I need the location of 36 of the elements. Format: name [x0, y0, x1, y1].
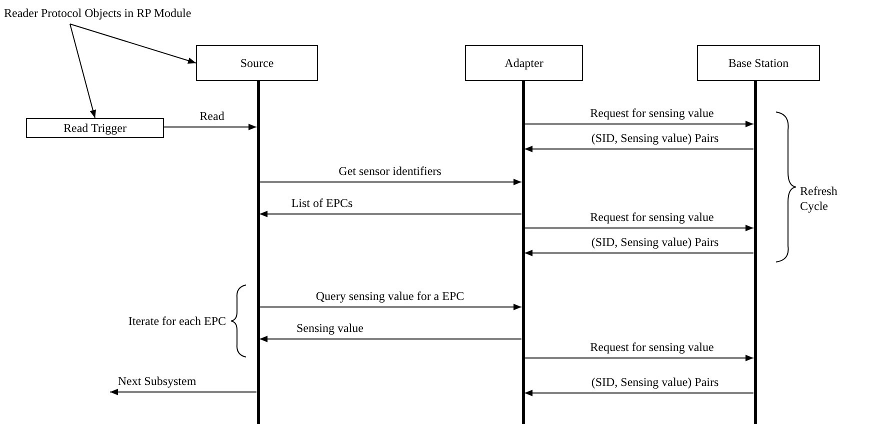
- bracket-label: Iterate for each EPC: [127, 314, 226, 329]
- edge-label: Read: [198, 109, 226, 123]
- lifeline: [754, 81, 756, 424]
- edge-label: Sensing value: [296, 321, 364, 335]
- message-arrow: [524, 120, 754, 128]
- edge-label: (SID, Sensing value) Pairs: [590, 375, 720, 389]
- message-arrow: [259, 304, 522, 310]
- object-box: Base Station: [697, 45, 820, 81]
- edge-label: (SID, Sensing value) Pairs: [590, 131, 720, 145]
- lifeline: [522, 81, 524, 424]
- message-arrow: [164, 124, 257, 130]
- lifeline: [256, 81, 260, 424]
- object-box: Adapter: [465, 45, 583, 81]
- message-arrow: [259, 178, 522, 186]
- leader-arrow: [70, 24, 196, 64]
- leader-arrow: [70, 24, 96, 118]
- edge-label: Next Subsystem: [116, 374, 198, 388]
- object-box: Source: [196, 45, 318, 81]
- bracket-label: Refresh Cycle: [800, 184, 838, 214]
- edge-label: (SID, Sensing value) Pairs: [590, 235, 720, 249]
- edge-label: Get sensor identifiers: [338, 164, 442, 178]
- edge-label: List of EPCs: [290, 196, 354, 210]
- heading-text: Reader Protocol Objects in RP Module: [4, 4, 254, 22]
- message-arrow: [259, 336, 522, 342]
- message-arrow: [524, 146, 754, 152]
- message-arrow: [524, 390, 754, 396]
- message-arrow: [524, 354, 754, 362]
- message-arrow: [524, 224, 754, 232]
- message-arrow: [110, 388, 257, 396]
- edge-label: Query sensing value for a EPC: [314, 289, 466, 303]
- edge-label: Request for sensing value: [589, 340, 715, 354]
- edge-label: Request for sensing value: [589, 210, 715, 224]
- message-arrow: [524, 250, 754, 256]
- message-arrow: [259, 210, 522, 218]
- edge-label: Request for sensing value: [589, 106, 715, 120]
- object-box: Read Trigger: [26, 118, 164, 138]
